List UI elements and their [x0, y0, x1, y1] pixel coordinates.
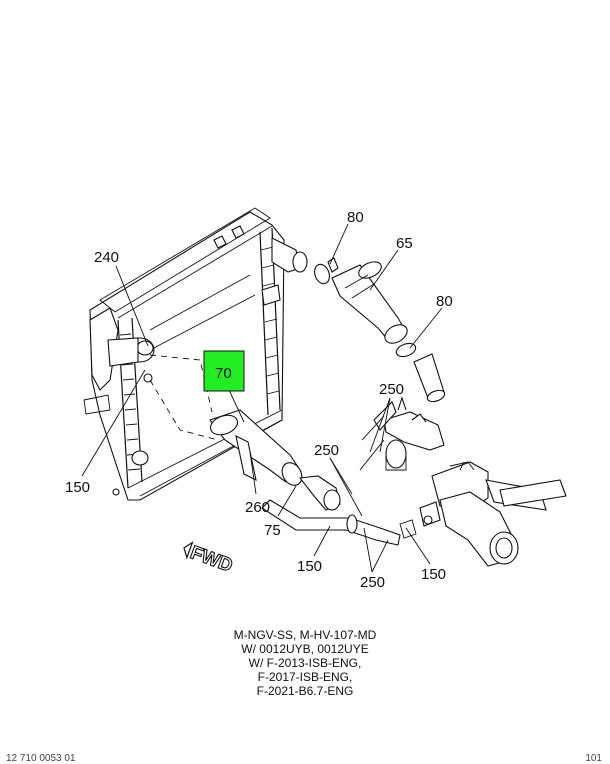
fwd-arrow-icon	[183, 541, 194, 560]
water-pump-assembly	[399, 461, 567, 567]
hose-65	[314, 257, 446, 403]
callout-250-upper[interactable]: 250	[379, 381, 404, 398]
caption-line: F-2021-B6.7-ENG	[256, 684, 354, 698]
caption-line: W/ F-2013-ISB-ENG,	[248, 656, 362, 670]
callout-250-middle[interactable]: 250	[314, 442, 339, 459]
hose-route-line	[149, 379, 219, 441]
caption-line: W/ 0012UYB, 0012UYE	[241, 642, 369, 656]
callout-75[interactable]: 75	[264, 522, 281, 539]
callout-80-lower[interactable]: 80	[436, 293, 453, 310]
footer-document-number: 12 710 0053 01	[6, 753, 76, 764]
hose-route-line	[149, 354, 213, 413]
callout-65[interactable]: 65	[396, 235, 413, 252]
caption-line: M-NGV-SS, M-HV-107-MD	[233, 628, 377, 642]
callout-150-left[interactable]: 150	[65, 479, 90, 496]
caption-line: F-2017-ISB-ENG,	[257, 670, 353, 684]
callout-150-bottom[interactable]: 150	[297, 558, 322, 575]
fwd-indicator: FWD	[183, 541, 236, 577]
fwd-label: FWD	[187, 542, 235, 577]
callout-70[interactable]: 70	[215, 365, 232, 382]
callout-240[interactable]: 240	[94, 249, 119, 266]
callout-80-upper[interactable]: 80	[347, 209, 364, 226]
diagram-caption: M-NGV-SS, M-HV-107-MD W/ 0012UYB, 0012UY…	[200, 628, 410, 698]
callout-250-bottom[interactable]: 250	[360, 574, 385, 591]
footer-page-number: 101	[585, 753, 602, 764]
thermostat-housing	[359, 396, 445, 471]
leader-lines	[81, 223, 443, 573]
callout-150-right[interactable]: 150	[421, 566, 446, 583]
callout-260[interactable]: 260	[245, 499, 270, 516]
highlight-box-70[interactable]	[203, 350, 245, 392]
